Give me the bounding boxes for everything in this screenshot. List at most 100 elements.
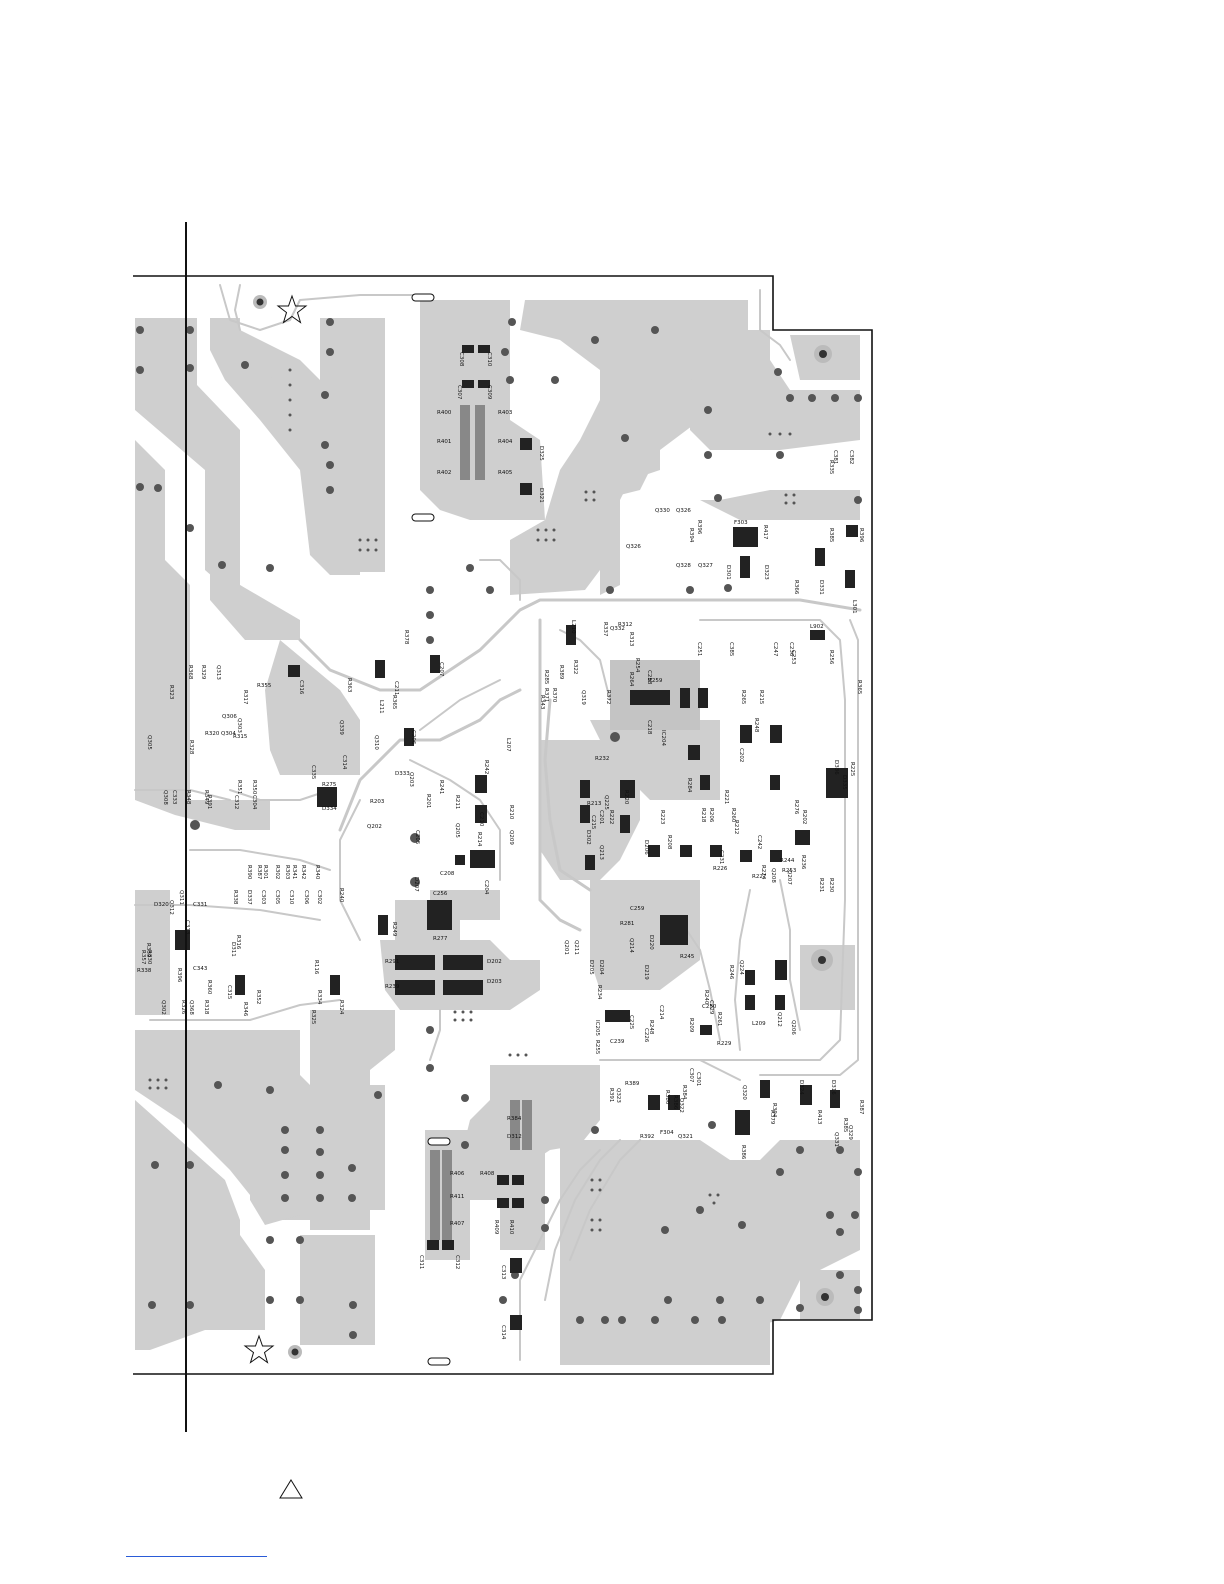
component-label: R396	[696, 520, 702, 535]
component-label: R230	[828, 878, 834, 893]
component-label: C251	[696, 642, 702, 656]
component-label: C302	[316, 890, 322, 904]
component-label: R276	[793, 800, 799, 815]
component-label: Q202	[367, 824, 382, 830]
component-label: R246	[728, 965, 734, 980]
component-label: Q306	[222, 714, 237, 720]
component-label: C306	[303, 890, 309, 905]
component-label: C315	[226, 985, 232, 1000]
footer-link-underline[interactable]	[126, 1556, 267, 1557]
component-label: R222	[608, 810, 614, 824]
component-label: Q310	[373, 735, 379, 750]
component-label: C218	[646, 720, 652, 735]
component-label: R406	[450, 1171, 465, 1177]
component-label: C205	[414, 830, 420, 845]
component-label: R285	[543, 670, 549, 685]
component-label: R411	[450, 1194, 464, 1200]
component-label: D202	[487, 959, 502, 965]
component-label: D316	[830, 1080, 836, 1095]
component-label: R249	[391, 922, 397, 937]
component-label: R323	[168, 685, 174, 700]
component-label: Q320	[741, 1085, 747, 1100]
component-label: L210	[570, 620, 576, 634]
component-label: R409	[493, 1220, 499, 1235]
component-label: R346	[242, 1002, 248, 1017]
component-label: Q319	[580, 690, 586, 705]
component-label: Q331	[833, 1132, 839, 1147]
warning-triangle-icon	[279, 1479, 303, 1499]
component-label: R385	[828, 528, 834, 543]
component-label: C214	[658, 1005, 664, 1020]
component-label: R380	[664, 1090, 670, 1105]
component-label: R392	[640, 1134, 654, 1140]
component-label: Q329	[847, 1125, 853, 1140]
component-label: R236	[800, 855, 806, 870]
component-label: C230	[702, 1004, 717, 1010]
component-label: D323	[763, 565, 769, 580]
component-label: R226	[713, 866, 728, 872]
component-label: Q304	[221, 731, 236, 737]
component-label: D312	[507, 1134, 522, 1140]
component-label: C313	[500, 1265, 506, 1280]
component-label: R371	[543, 688, 549, 702]
component-label: C307	[456, 385, 462, 400]
component-label: R206	[708, 808, 714, 823]
component-label: R284	[686, 778, 692, 793]
component-label: R265	[740, 690, 746, 705]
slot-holes	[411, 293, 451, 1366]
component-label: R248	[753, 718, 759, 733]
component-label: D334	[322, 806, 337, 812]
component-label: Q327	[698, 563, 713, 569]
component-label: R318	[203, 1000, 209, 1015]
component-label: R324	[338, 1000, 344, 1015]
component-label: C225	[628, 1015, 634, 1030]
component-label: R335	[828, 460, 834, 475]
component-label: L301	[851, 600, 857, 614]
component-label: C385	[728, 642, 734, 657]
component-label: R256	[828, 650, 834, 665]
component-label: R387	[256, 865, 262, 880]
component-label: Q339	[338, 720, 344, 735]
component-label: R240	[338, 888, 344, 903]
component-label: R417	[762, 525, 768, 540]
component-label: R260	[730, 808, 736, 823]
component-label: C312	[233, 795, 239, 809]
component-label: R275	[322, 782, 337, 788]
component-label: R365	[391, 695, 397, 710]
component-label: Q328	[676, 563, 691, 569]
component-label: R234	[596, 985, 602, 1000]
component-label: R214	[476, 832, 482, 847]
component-label: R264	[628, 672, 634, 687]
component-label: R221	[723, 790, 729, 804]
component-label: Q201	[563, 940, 569, 955]
component-label: R351	[236, 780, 242, 794]
component-label: F304	[660, 1130, 674, 1136]
component-label: R215	[758, 690, 764, 705]
component-label: C309	[486, 385, 492, 400]
component-label: R330	[146, 950, 152, 965]
component-label: R225	[849, 762, 855, 777]
component-label: C311	[418, 1255, 424, 1269]
component-label: Q312	[168, 900, 174, 915]
component-label: Q326	[676, 508, 691, 514]
component-label: R407	[450, 1221, 465, 1227]
component-label: C215	[590, 815, 596, 830]
component-label: D220	[648, 935, 654, 950]
component-label: R408	[480, 1171, 495, 1177]
component-label: R348	[185, 790, 191, 805]
component-label: R403	[498, 410, 513, 416]
component-label: C258	[646, 670, 652, 685]
component-label: C303	[260, 890, 266, 905]
component-label: R372	[605, 690, 611, 704]
component-label: R211	[454, 795, 460, 809]
component-label: Q205	[454, 823, 460, 838]
component-label: C206	[410, 730, 416, 745]
component-label: Q330	[655, 508, 670, 514]
component-label: D204	[598, 960, 604, 975]
component-label: C239	[610, 1039, 625, 1045]
component-label: C307	[688, 1068, 694, 1083]
component-label: C314	[500, 1325, 506, 1340]
component-label: Q302	[160, 1000, 166, 1015]
component-label: R391	[608, 1088, 614, 1102]
component-label: Q207	[786, 870, 792, 885]
